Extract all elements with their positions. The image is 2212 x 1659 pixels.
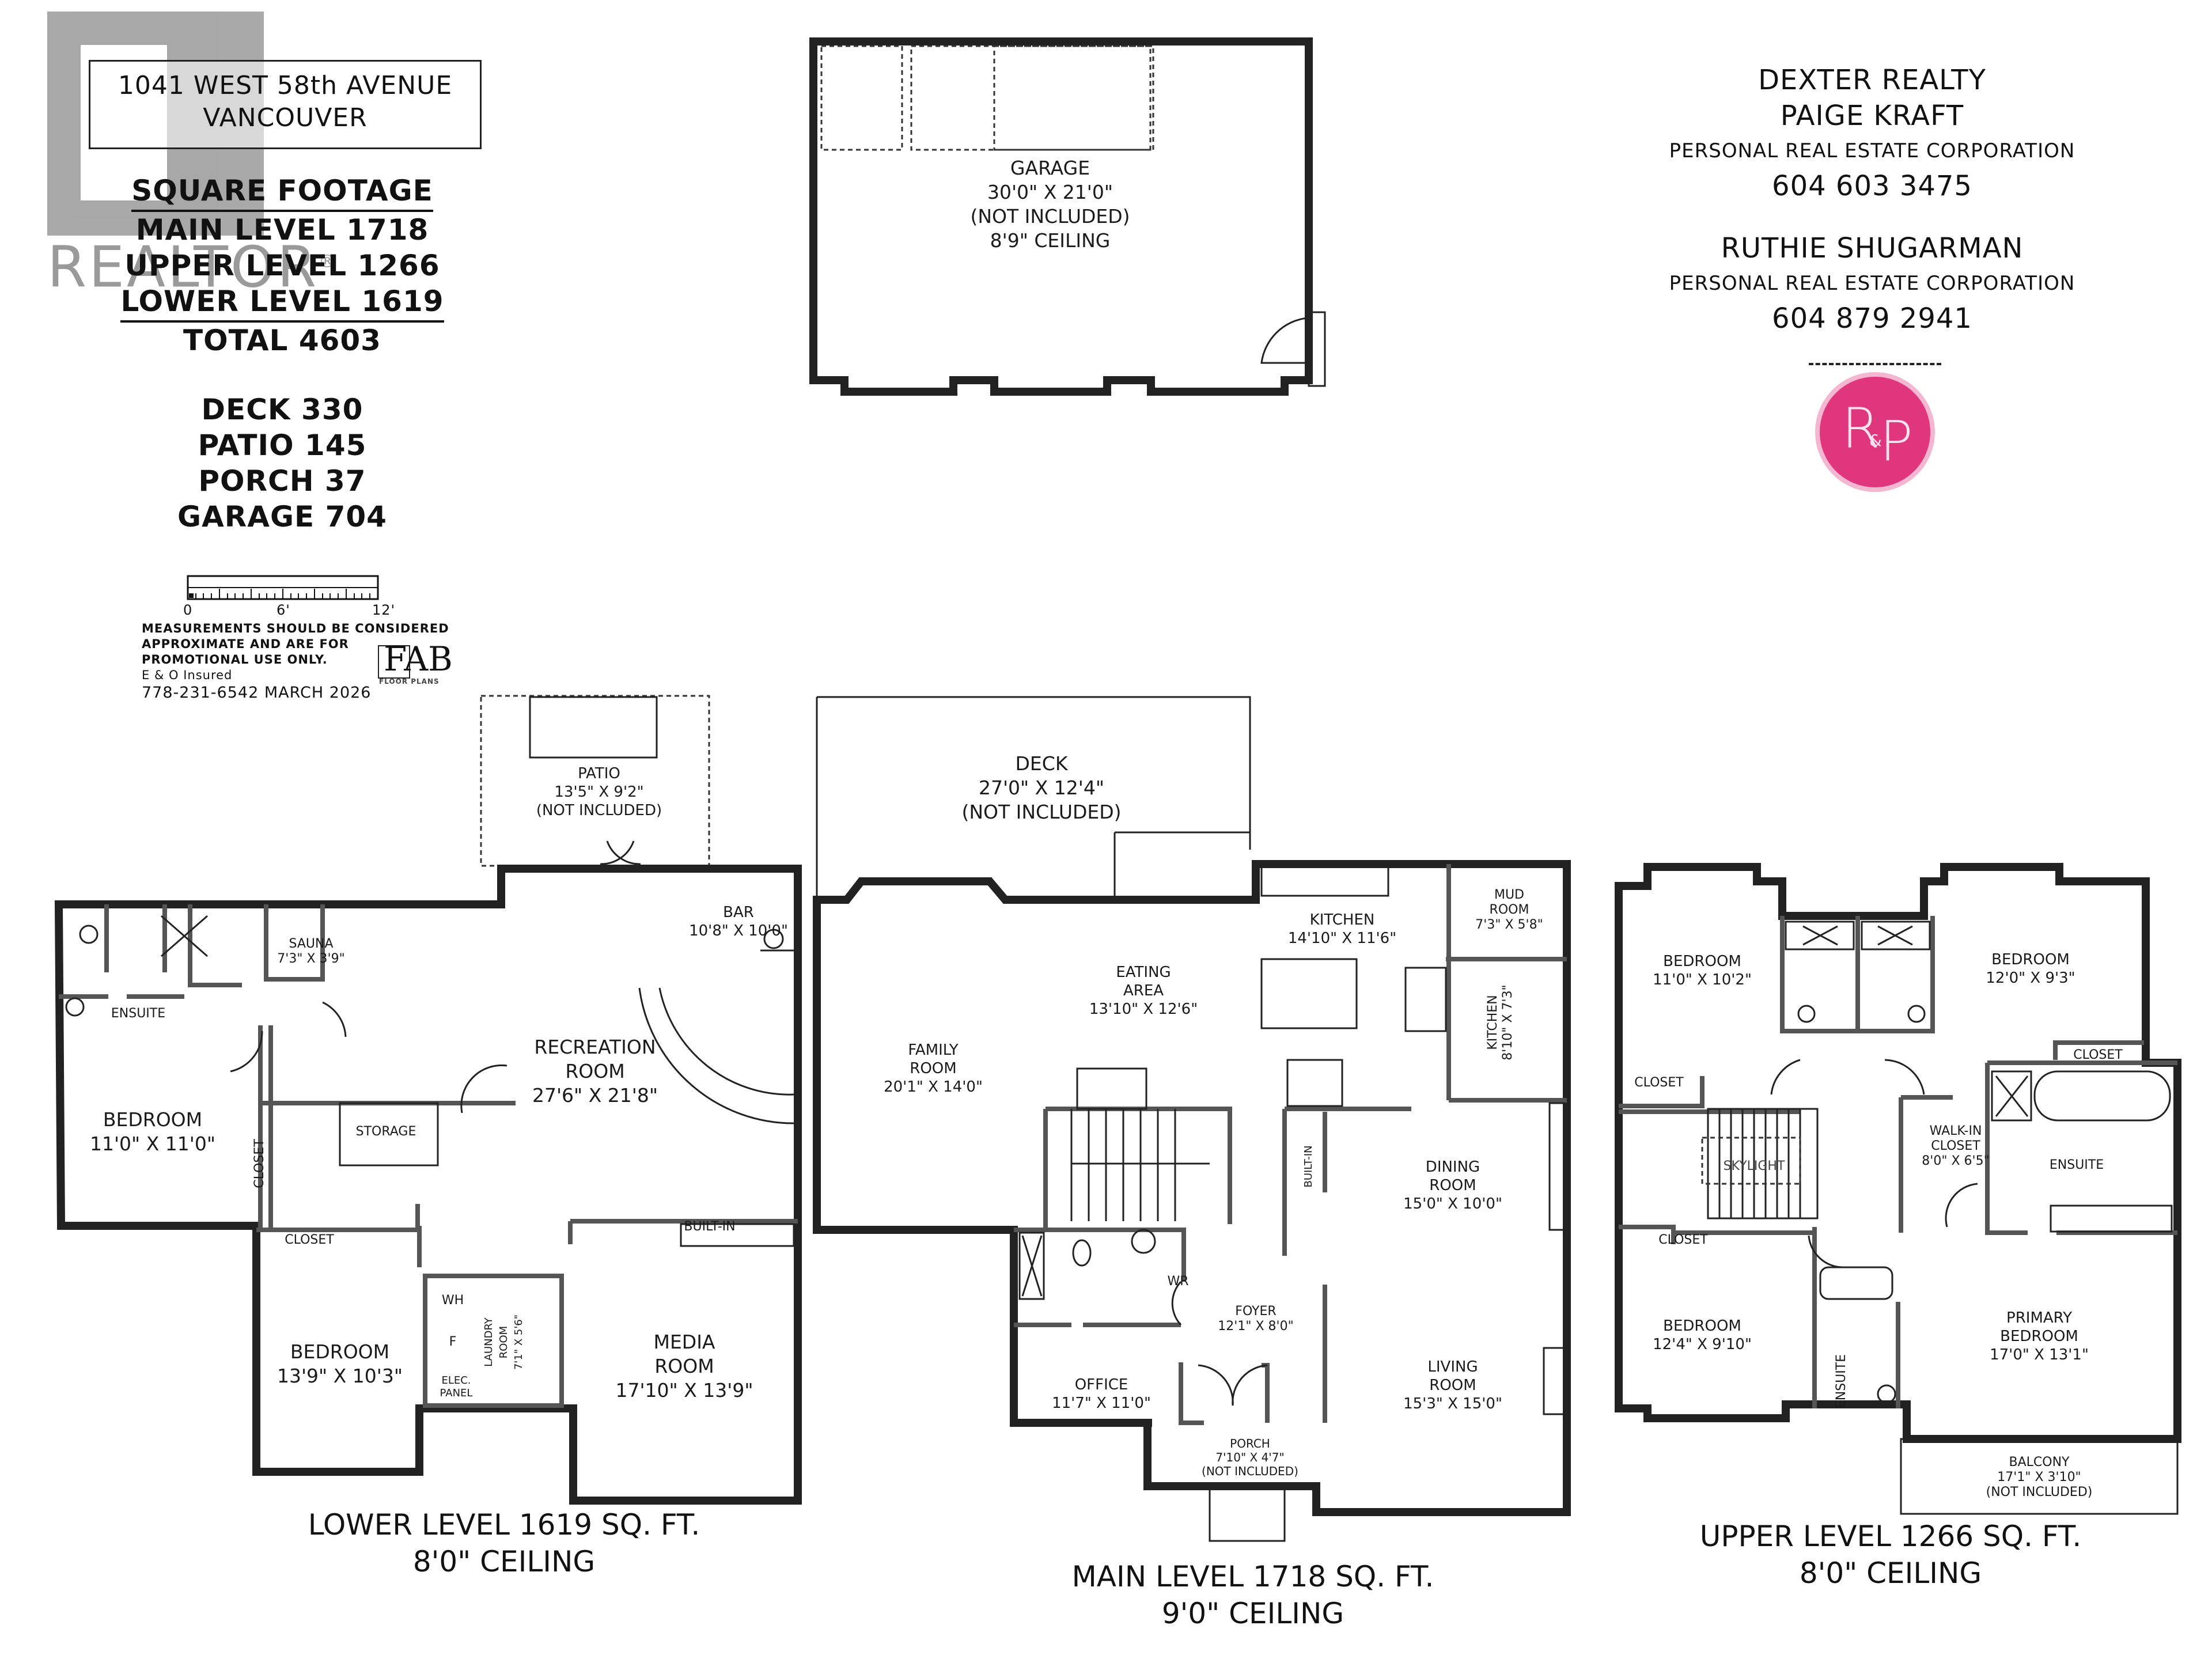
porch-area: PORCH 37 bbox=[198, 464, 366, 498]
garage-label: GARAGE 30'0" X 21'0" (NOT INCLUDED) 8'9"… bbox=[970, 157, 1130, 252]
lower-level-title: LOWER LEVEL 1619 SQ. FT. 8'0" CEILING bbox=[308, 1508, 700, 1578]
lower-bedroom2-label: BEDROOM 13'9" X 10'3" bbox=[276, 1340, 403, 1387]
sqft-title: SQUARE FOOTAGE bbox=[131, 173, 433, 212]
scale-label-12: 12' bbox=[372, 602, 396, 618]
wok-kitchen-label: KITCHEN 8'10" X 7'3" bbox=[1486, 984, 1515, 1060]
lower-level-plan bbox=[54, 695, 802, 1505]
address-line2: VANCOUVER bbox=[203, 103, 368, 132]
skylight-label: SKYLIGHT bbox=[1723, 1159, 1785, 1173]
sauna-label: SAUNA 7'3" X 3'9" bbox=[277, 937, 345, 966]
realtor-logo-text: REALTOR® bbox=[47, 234, 339, 301]
water-heater-label: WH bbox=[441, 1293, 464, 1308]
logo-divider bbox=[1809, 363, 1941, 368]
dining-room-label: DINING ROOM 15'0" X 10'0" bbox=[1403, 1158, 1502, 1213]
deck-label: DECK 27'0" X 12'4" (NOT INCLUDED) bbox=[961, 752, 1122, 823]
lower-ensuite-label: ENSUITE bbox=[111, 1006, 166, 1021]
recreation-room-label: RECREATION ROOM 27'6" X 21'8" bbox=[532, 1036, 658, 1107]
lower-closet-vertical-label: CLOSET bbox=[252, 1139, 267, 1188]
balcony-label: BALCONY 17'1" X 3'10" (NOT INCLUDED) bbox=[1986, 1455, 2093, 1499]
porch-label: PORCH 7'10" X 4'7" (NOT INCLUDED) bbox=[1202, 1437, 1298, 1478]
sqft-main: MAIN LEVEL 1718 bbox=[135, 213, 429, 247]
media-room-label: MEDIA ROOM 17'10" X 13'9" bbox=[615, 1331, 753, 1402]
patio-area: PATIO 145 bbox=[198, 429, 367, 462]
upper-level-title: UPPER LEVEL 1266 SQ. FT. 8'0" CEILING bbox=[1699, 1520, 2082, 1590]
fab-logo: FAB FLOOR PLANS bbox=[378, 639, 453, 685]
deck-area: DECK 330 bbox=[201, 393, 363, 426]
scale-label-0: 0 bbox=[183, 602, 193, 618]
eating-area-label: EATING AREA 13'10" X 12'6" bbox=[1089, 964, 1198, 1018]
agent2-phone[interactable]: 604 879 2941 bbox=[1772, 302, 1972, 335]
brokerage-name: DEXTER REALTY bbox=[1758, 64, 1986, 96]
main-level-plan bbox=[813, 696, 1571, 1542]
primary-bedroom-label: PRIMARY BEDROOM 17'0" X 13'1" bbox=[1990, 1309, 2089, 1363]
lower-patio-label: PATIO 13'5" X 9'2" (NOT INCLUDED) bbox=[536, 765, 662, 819]
walk-in-closet-label: WALK-IN CLOSET 8'0" X 6'5" bbox=[1922, 1124, 1990, 1168]
scale-label-6: 6' bbox=[276, 602, 290, 618]
agent1-name: PAIGE KRAFT bbox=[1780, 100, 1964, 132]
upper-bedroom-ne-label: BEDROOM 12'0" X 9'3" bbox=[1986, 951, 2075, 987]
upper-level-plan bbox=[1615, 863, 2181, 1515]
main-built-in-label: BUILT-IN bbox=[1302, 1145, 1315, 1188]
laundry-room-label: LAUNDRY ROOM 7'1" X 5'6" bbox=[483, 1314, 525, 1370]
address-box: 1041 WEST 58th AVENUE VANCOUVER bbox=[89, 60, 482, 149]
agent2-title: PERSONAL REAL ESTATE CORPORATION bbox=[1669, 272, 2075, 295]
main-level-title: MAIN LEVEL 1718 SQ. FT. 9'0" CEILING bbox=[1071, 1560, 1434, 1630]
lower-built-in-label: BUILT-IN bbox=[684, 1219, 736, 1234]
rp-logo: R & P bbox=[1815, 372, 1935, 492]
disclaimer: MEASUREMENTS SHOULD BE CONSIDERED APPROX… bbox=[142, 622, 449, 702]
mud-room-label: MUD ROOM 7'3" X 5'8" bbox=[1475, 888, 1543, 932]
lower-closet-label: CLOSET bbox=[285, 1233, 334, 1247]
upper-closet-ne-label: CLOSET bbox=[2073, 1048, 2123, 1062]
exterior-areas-block: DECK 330 PATIO 145 PORCH 37 GARAGE 704 bbox=[115, 392, 449, 535]
upper-closet-nw-label: CLOSET bbox=[1634, 1075, 1684, 1090]
lower-bedroom1-label: BEDROOM 11'0" X 11'0" bbox=[89, 1108, 216, 1155]
upper-bedroom-nw-label: BEDROOM 11'0" X 10'2" bbox=[1653, 953, 1752, 988]
elec-panel-label: ELEC. PANEL bbox=[440, 1374, 473, 1399]
agent1-phone[interactable]: 604 603 3475 bbox=[1772, 170, 1972, 202]
upper-bedroom-sw-label: BEDROOM 12'4" X 9'10" bbox=[1653, 1317, 1752, 1353]
square-footage-block: SQUARE FOOTAGE MAIN LEVEL 1718 UPPER LEV… bbox=[92, 173, 472, 358]
address-line1: 1041 WEST 58th AVENUE bbox=[118, 71, 453, 100]
upper-closet-sw-label: CLOSET bbox=[1658, 1233, 1708, 1247]
primary-ensuite-label: ENSUITE bbox=[2049, 1158, 2104, 1172]
sqft-upper: UPPER LEVEL 1266 bbox=[124, 249, 440, 282]
bar-label: BAR 10'8" X 10'0" bbox=[689, 904, 788, 940]
sqft-lower: LOWER LEVEL 1619 bbox=[120, 283, 444, 323]
furnace-label: F bbox=[449, 1335, 457, 1349]
upper-ensuite-sw-label: ENSUITE bbox=[1834, 1354, 1849, 1409]
agent-block: DEXTER REALTY PAIGE KRAFT PERSONAL REAL … bbox=[1624, 62, 2120, 336]
foyer-label: FOYER 12'1" X 8'0" bbox=[1218, 1304, 1294, 1334]
storage-label: STORAGE bbox=[355, 1124, 416, 1139]
garage-plan bbox=[809, 37, 1326, 396]
living-room-label: LIVING ROOM 15'3" X 15'0" bbox=[1403, 1358, 1502, 1412]
kitchen-label: KITCHEN 14'10" X 11'6" bbox=[1287, 911, 1397, 947]
garage-area: GARAGE 704 bbox=[177, 500, 387, 533]
office-label: OFFICE 11'7" X 11'0" bbox=[1052, 1376, 1151, 1412]
sqft-total: TOTAL 4603 bbox=[183, 324, 381, 357]
family-room-label: FAMILY ROOM 20'1" X 14'0" bbox=[884, 1041, 983, 1096]
agent1-title: PERSONAL REAL ESTATE CORPORATION bbox=[1669, 139, 2075, 162]
washroom-label: WR bbox=[1167, 1274, 1189, 1289]
agent2-name: RUTHIE SHUGARMAN bbox=[1721, 232, 2024, 264]
